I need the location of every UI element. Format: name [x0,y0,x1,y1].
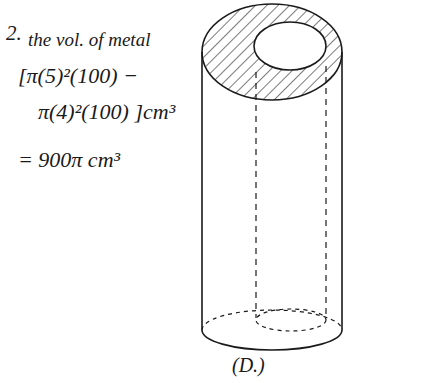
heading-note: the vol. of metal [28,30,150,51]
answer-choice: (D.) [232,354,265,376]
formula-line: [π(5)²(100) − [18,64,138,88]
formula-line: π(4)²(100) ]cm³ [38,100,175,124]
question-number: 2. [6,22,22,45]
result-line: = 900π cm³ [18,148,120,172]
